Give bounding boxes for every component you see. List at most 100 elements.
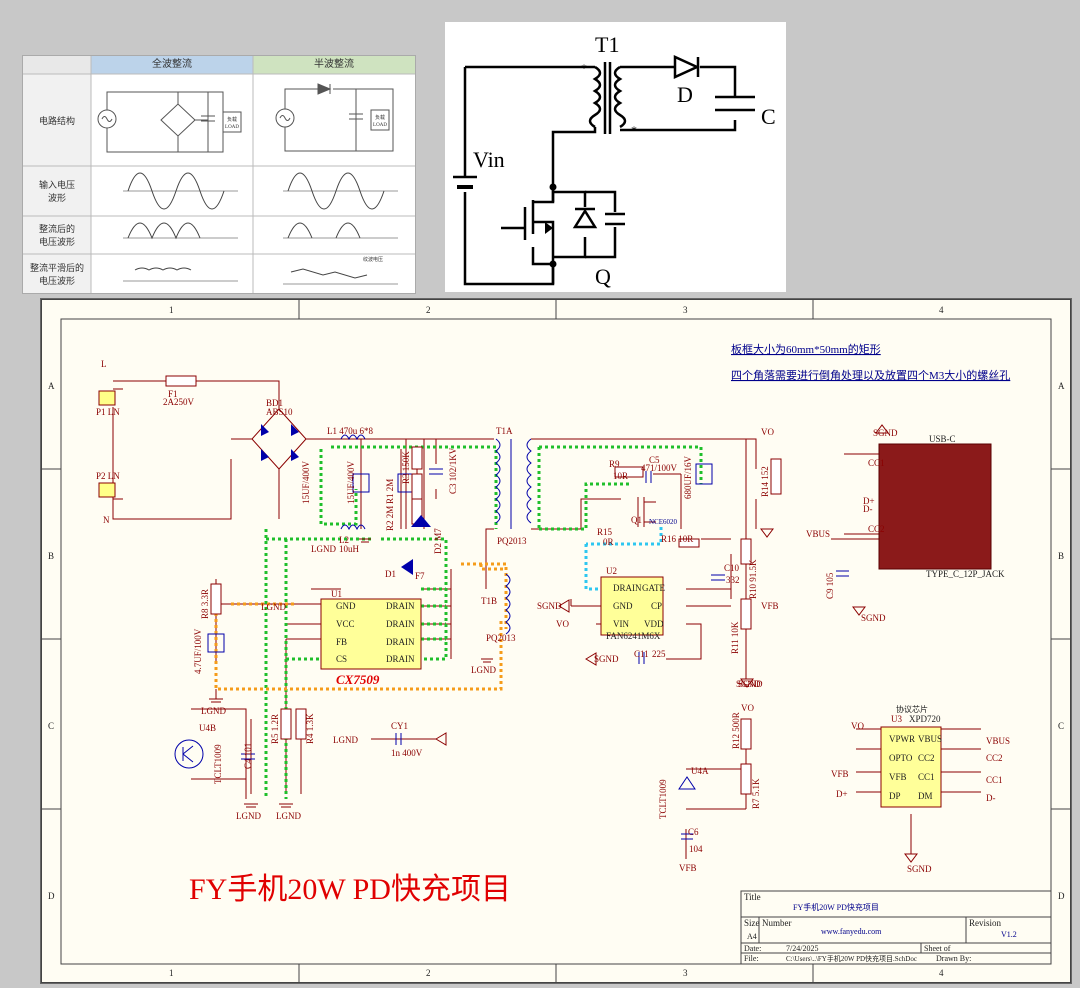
titleblock-sheet: Sheet of [924,944,951,953]
highlight-aux-loop [214,562,508,691]
u3-header: 协议芯片 [896,704,928,714]
row-label-rectified: 整流后的 电压波形 [38,225,75,248]
project-title: FY手机20W PD快充项目 [189,873,511,906]
label-r14: R14 152 [760,466,770,497]
label-c9: C9 105 [825,572,835,599]
titleblock-date-label: Date: [744,944,761,953]
transformer-t1a-secondary [526,438,532,524]
label-dplus-1: D+ [863,496,875,506]
label-r4: R4 1.3K [305,713,315,744]
label-c: C [761,104,776,129]
ic-u3-xpd720 [880,726,942,808]
titleblock-size: A4 [747,932,757,941]
column-header-fullwave: 全波整流 [152,59,192,70]
flyback-schematic: * * T1 Vin D C Q [453,32,776,289]
label-u1: U1 [331,589,342,599]
label-vo-top: VO [761,427,774,437]
label-lgnd-c4: LGND [236,811,261,821]
u1-chip-name: CX7509 [336,672,380,687]
label-lgnd-l2: LGND [311,544,336,554]
label-bd1: BD1 [266,398,283,408]
label-d2: D2 M7 [433,528,443,554]
u2-pin-gate: GATE [642,583,665,593]
resistors [210,446,782,795]
u1-pin-cs: CS [336,654,347,664]
pd-charger-schematic-sheet: 1 2 3 4 1 2 3 4 A B C D A B C D 板框大小为60m… [40,298,1072,984]
transformer-t1b-aux [505,573,511,635]
zone-c-left: C [48,721,54,731]
label-vfb-u3: VFB [831,769,849,779]
label-n: N [103,515,110,525]
row-label-smoothed: 整流平滑后的 电压波形 [29,263,84,287]
inductor-l1 [340,434,366,441]
u3-pin-cc1: CC1 [918,772,935,782]
label-cc1-u3: CC1 [986,775,1003,785]
optocoupler-u4a [678,776,696,790]
label-u4a: U4A [691,766,709,776]
zone-2-bottom: 2 [426,968,431,978]
label-f1-value: 2A250V [163,397,194,407]
label-p1: P1 LN [96,407,120,417]
label-l2-value: 10uH [339,544,360,554]
u1-pin-drain-1: DRAIN [386,601,415,611]
ripple-label: 纹波电压 [363,256,383,263]
fullwave-circuit [97,91,242,153]
label-r9: R9 [609,459,620,469]
u1-pin-drain-4: DRAIN [386,654,415,664]
label-sgnd-u2: SGND [537,601,562,611]
transformer-t1a-primary [495,438,501,524]
u1-pin-gnd: GND [336,601,356,611]
u3-pin-vbus: VBUS [918,734,942,744]
label-r2: R2 2M [385,506,395,531]
label-c6-value: 104 [689,844,703,854]
waveforms [123,172,398,285]
u1-pin-drain-3: DRAIN [386,637,415,647]
label-vin: Vin [473,147,505,172]
label-u2: U2 [606,566,617,576]
schematic-svg: 1 2 3 4 1 2 3 4 A B C D A B C D 板框大小为60m… [41,299,1071,983]
titleblock-size-label: Size [744,918,760,928]
zone-d-left: D [48,891,55,901]
label-f7: F7 [415,571,425,581]
zone-b-right: B [1058,551,1064,561]
rectifier-comparison-table: 负载 LOAD 负载 LOAD [22,55,416,294]
inductor-l2 [340,524,366,531]
u2-pin-drain: DRAIN [613,583,642,593]
label-r15-value: 0R [603,537,614,547]
label-cc1-net: CC1 [868,458,885,468]
label-r5: R5 1.2R [270,714,280,744]
label-r9-value: 10R [613,471,628,481]
usb-c-label: USB-C [929,434,956,444]
usb-c-connector [878,443,992,570]
u3-pin-dm: DM [918,791,933,801]
u2-part-name: FAN6241M6X [606,631,661,641]
titleblock-title: FY手机20W PD快充项目 [793,902,879,912]
label-c10: C10 [724,563,740,573]
connector-p1 [98,390,116,406]
label-r7: R7 5.1K [751,778,761,809]
label-lgnd-cy: LGND [333,735,358,745]
titleblock-drawn-by: Drawn By: [936,954,971,963]
label-ec3: 4.7UF/100V [193,628,203,674]
label-c3: C3 102/1KV [448,447,458,494]
zone-4-bottom: 4 [939,968,944,978]
label-vfb-c6: VFB [679,863,697,873]
label-f1: F1 [168,389,178,399]
label-r12: R12 500R [731,712,741,749]
corner-holes-note: 四个角落需要进行倒角处理以及放置四个M3大小的螺丝孔 [731,368,1010,382]
label-r8: R8 3.3R [200,589,210,619]
label-l2: L2 [339,535,349,545]
usb-c-part: TYPE_C_12P_JACK [926,569,1005,579]
label-cc2-net: CC2 [868,524,885,534]
label-r16: R16 10R [661,534,693,544]
label-vbus-usb: VBUS [806,529,830,539]
u2-pin-vdd: VDD [644,619,664,629]
titleblock-title-label: Title [744,892,761,902]
label-r1: R1 2M [385,479,395,504]
q1-part: NCE6020 [649,518,678,526]
u1-pin-vcc: VCC [336,619,355,629]
u2-pin-vin: VIN [613,619,629,629]
label-q: Q [595,264,611,289]
label-pq-t1b: PQ2013 [486,633,516,643]
